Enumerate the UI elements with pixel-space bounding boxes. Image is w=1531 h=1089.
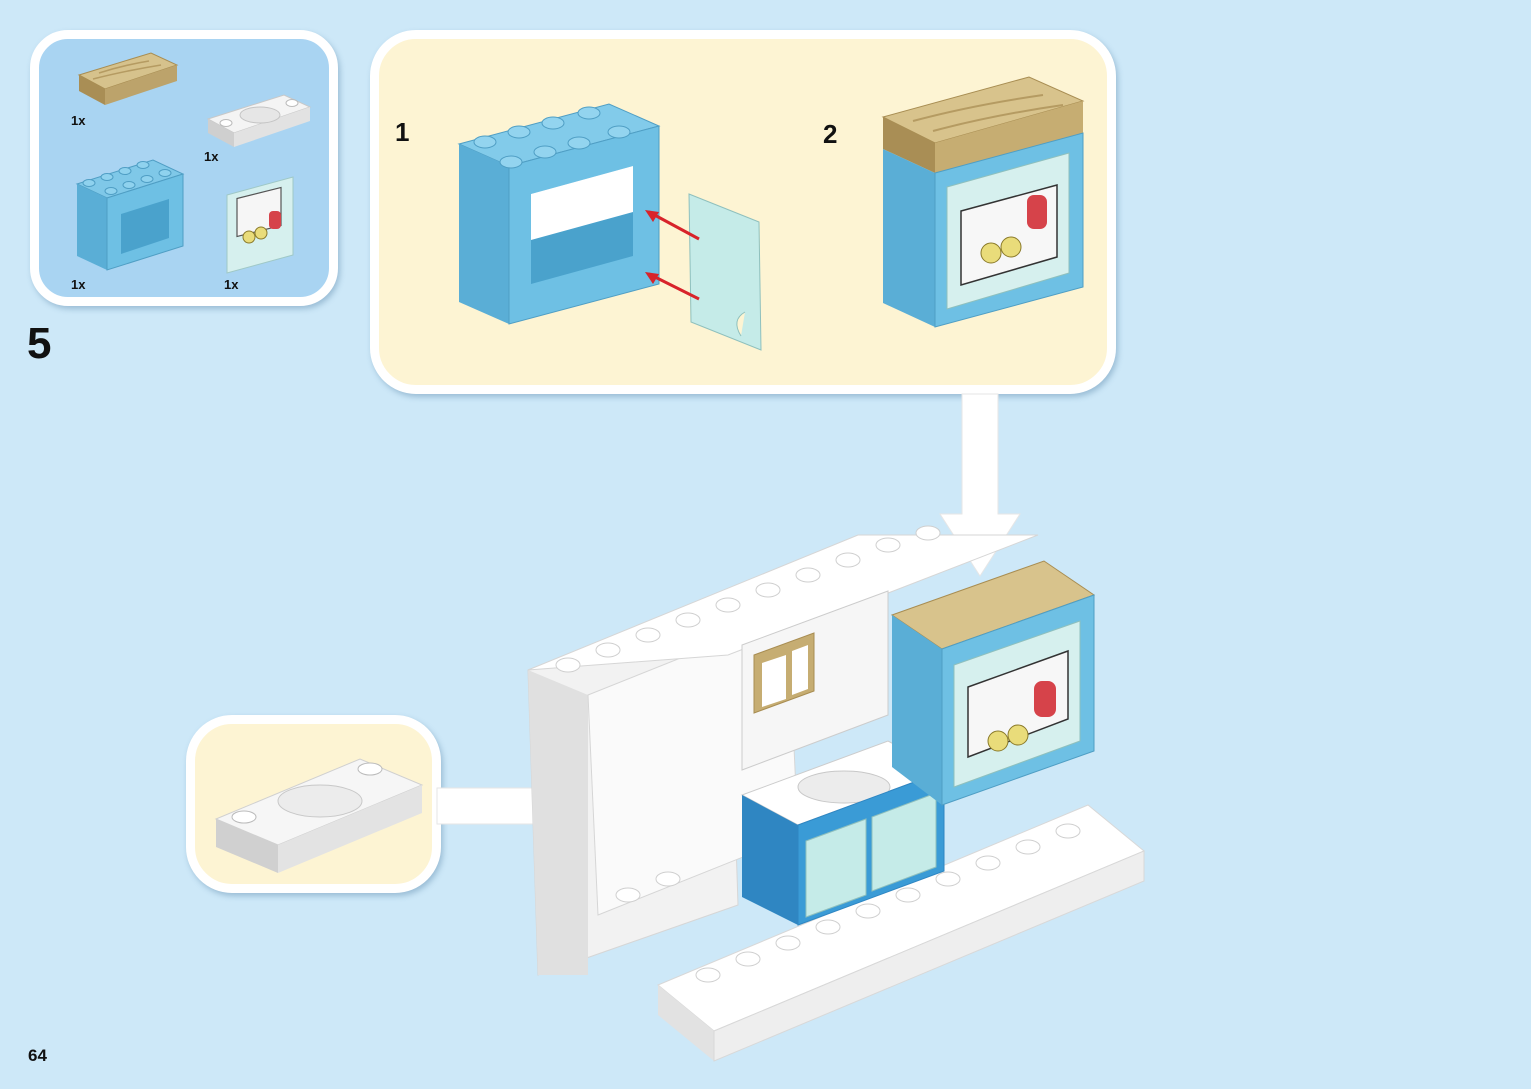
- roof-plate-part: [77, 52, 179, 105]
- substep-1-label: 1: [395, 117, 410, 147]
- parts-qty-roof: 1x: [71, 113, 86, 128]
- parts-qty-sink: 1x: [204, 149, 219, 164]
- window-frame-part: [75, 159, 185, 271]
- substep-2-label: 2: [823, 119, 838, 149]
- substep-2-illustration: [881, 76, 1085, 328]
- parts-qty-oven-door: 1x: [224, 277, 239, 292]
- oven-door-part: [226, 176, 294, 274]
- sink-plate-part: [206, 94, 312, 147]
- page-number: 64: [28, 1046, 47, 1065]
- sink-callout-illustration: [214, 758, 424, 873]
- main-model-illustration: [527, 525, 1145, 1062]
- substep-1-illustration: [457, 103, 762, 351]
- substeps-panel: 1 2: [370, 30, 1116, 394]
- parts-list-panel: 1x 1x 1x 1x: [30, 30, 338, 306]
- sink-callout-panel: [186, 715, 441, 893]
- step-number: 5: [27, 319, 52, 368]
- parts-qty-window: 1x: [71, 277, 86, 292]
